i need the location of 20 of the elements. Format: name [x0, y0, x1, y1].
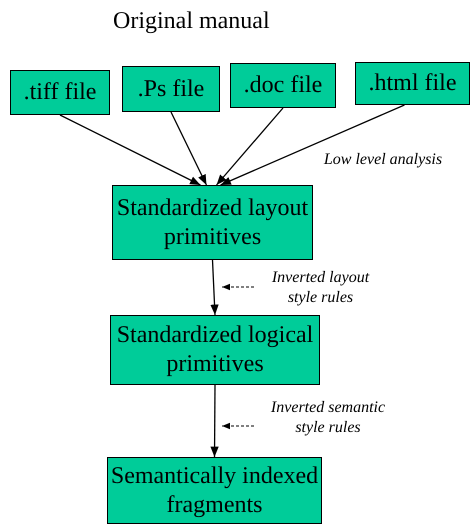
- diagram-title: Original manual: [113, 8, 270, 35]
- arrow: [216, 108, 284, 186]
- box-text: .Ps file: [138, 74, 204, 104]
- box-text: .html file: [368, 69, 456, 98]
- process-box: [122, 66, 220, 112]
- arrow: [60, 114, 201, 186]
- box-text: Standardized layout primitives: [116, 194, 310, 252]
- process-box: [230, 63, 336, 108]
- process-box: [112, 185, 313, 260]
- box-text: Semantically indexed fragments: [110, 462, 320, 520]
- arrow: [210, 385, 219, 457]
- process-box: [355, 62, 470, 105]
- process-box: [10, 70, 110, 115]
- box-text: .tiff file: [24, 78, 96, 107]
- arrow: [170, 112, 208, 186]
- box-text: Standardized logical primitives: [116, 321, 314, 379]
- arrow: [220, 104, 405, 186]
- arrow: [210, 260, 219, 316]
- process-box: [110, 315, 320, 385]
- box-text: .doc file: [244, 71, 322, 100]
